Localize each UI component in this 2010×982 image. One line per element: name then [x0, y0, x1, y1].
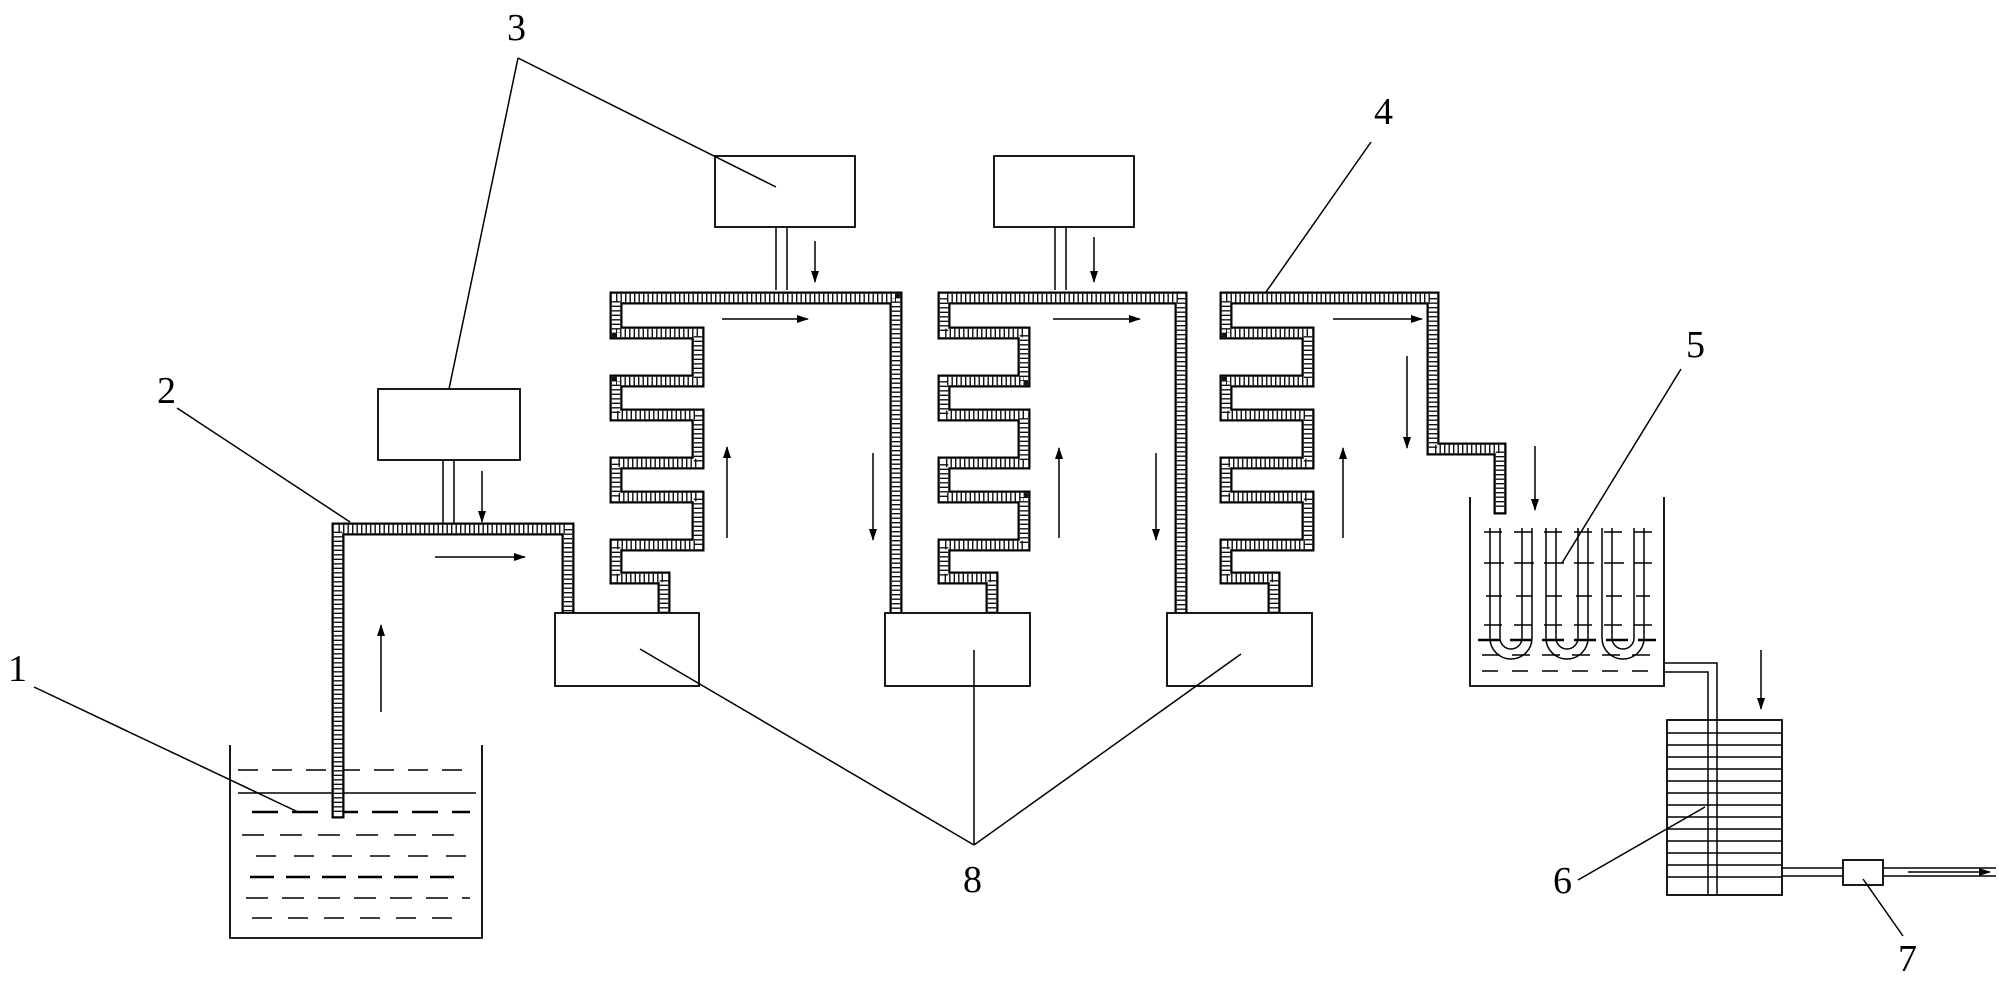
bath-liquid — [1478, 531, 1656, 672]
leader-lines — [33, 57, 1904, 937]
heater-b — [884, 612, 1031, 687]
label-coil-pipe: 4 — [1374, 91, 1393, 133]
dosing-tank-3 — [993, 155, 1135, 290]
coil-reactor-b — [937, 291, 1188, 620]
label-tank: 1 — [8, 648, 27, 690]
coil-reactor-c — [1219, 291, 1507, 620]
heater-c — [1166, 612, 1313, 687]
label-heaters: 8 — [963, 859, 982, 901]
label-valve: 7 — [1898, 938, 1917, 980]
label-pipe: 2 — [157, 370, 176, 412]
condenser — [1666, 719, 1843, 896]
u-tubes — [1489, 528, 1645, 660]
cooling-bath — [1469, 497, 1718, 720]
label-condenser: 6 — [1553, 860, 1572, 902]
label-cooling-bath: 5 — [1686, 324, 1705, 366]
condenser-fins — [1667, 732, 1782, 878]
coil-reactor-a — [609, 291, 903, 620]
tank-liquid — [238, 769, 476, 919]
label-tanks-top: 3 — [507, 7, 526, 49]
dosing-tank-1 — [377, 388, 521, 523]
feed-pipe — [331, 522, 575, 819]
supply-tank — [229, 745, 483, 939]
flow-arrows — [377, 237, 1765, 712]
dosing-tank-2 — [714, 155, 856, 290]
outlet-valve — [1842, 859, 1996, 886]
heater-a — [554, 612, 700, 687]
